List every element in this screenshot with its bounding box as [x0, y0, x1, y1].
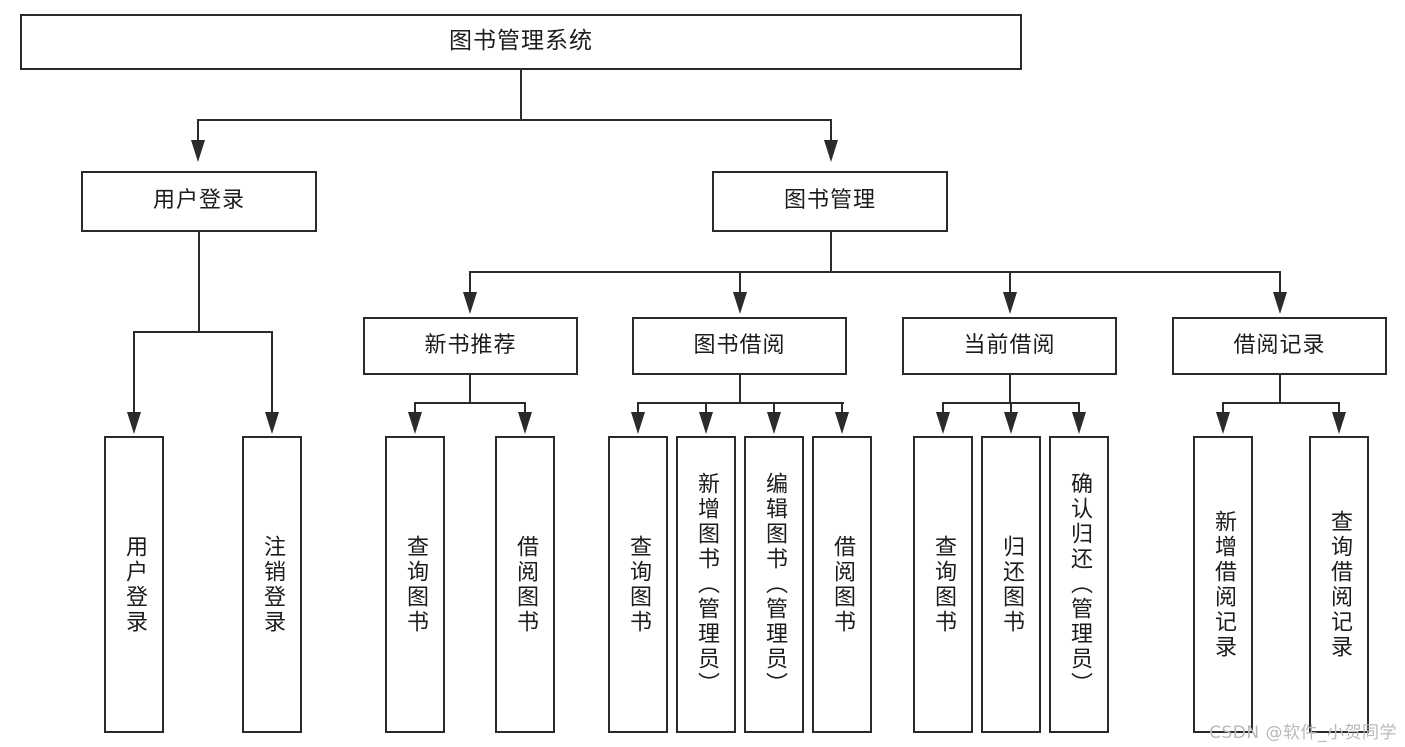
connector-root-bus [197, 119, 831, 121]
connector-root-stem [520, 70, 522, 120]
node-book-borrow[interactable]: 图书借阅 [632, 317, 847, 375]
leaf-label: 新增图书（管理员） [694, 472, 719, 697]
leaf-query-borrow-record[interactable]: 查询借阅记录 [1309, 436, 1369, 733]
connector-new-book-bus [414, 402, 525, 404]
leaf-query-book-borrow[interactable]: 查询图书 [608, 436, 668, 733]
leaf-label: 用户登录 [122, 534, 147, 635]
connector-new-book-to-leaf-1 [414, 402, 416, 413]
leaf-label: 归还图书 [999, 534, 1024, 635]
connector-new-book-stem [469, 375, 471, 403]
arrowhead-borrow-record [1273, 292, 1287, 314]
connector-to-current-borrow [1009, 271, 1011, 293]
arrowhead-new-book-leaf-2 [518, 412, 532, 434]
node-label: 图书借阅 [693, 332, 786, 358]
arrowhead-book-borrow-leaf-4 [835, 412, 849, 434]
arrowhead-borrow-record-leaf-1 [1216, 412, 1230, 434]
node-current-borrow[interactable]: 当前借阅 [902, 317, 1117, 375]
leaf-label: 编辑图书（管理员） [762, 472, 787, 697]
arrowhead-book-borrow-leaf-2 [699, 412, 713, 434]
leaf-borrow-book-recommend[interactable]: 借阅图书 [495, 436, 555, 733]
connector-borrow-record-to-leaf-1 [1222, 402, 1224, 413]
leaf-label: 查询图书 [626, 534, 651, 635]
leaf-query-book-current[interactable]: 查询图书 [913, 436, 973, 733]
leaf-logout-login[interactable]: 注销登录 [242, 436, 302, 733]
leaf-label: 确认归还（管理员） [1067, 472, 1092, 697]
connector-current-borrow-to-leaf-2 [1010, 402, 1012, 413]
leaf-label: 查询图书 [403, 534, 428, 635]
connector-current-borrow-to-leaf-1 [942, 402, 944, 413]
connector-new-book-to-leaf-2 [524, 402, 526, 413]
node-label: 图书管理 [783, 188, 876, 214]
arrowhead-new-book-leaf-1 [408, 412, 422, 434]
arrowhead-book-borrow-leaf-3 [767, 412, 781, 434]
leaf-label: 查询图书 [931, 534, 956, 635]
connector-book-management-stem [830, 232, 832, 272]
arrowhead-book-borrow [733, 292, 747, 314]
node-borrow-record[interactable]: 借阅记录 [1172, 317, 1387, 375]
node-user-login[interactable]: 用户登录 [81, 171, 317, 232]
connector-to-new-book [469, 271, 471, 293]
node-label: 当前借阅 [963, 332, 1056, 358]
arrowhead-leaf-logout [265, 412, 279, 434]
node-new-book-recommend[interactable]: 新书推荐 [363, 317, 578, 375]
connector-book-borrow-to-leaf-1 [637, 402, 639, 413]
node-label: 用户登录 [152, 188, 245, 214]
connector-book-borrow-stem [739, 375, 741, 403]
connector-to-borrow-record [1279, 271, 1281, 293]
connector-current-borrow-to-leaf-3 [1078, 402, 1080, 413]
leaf-add-book-admin[interactable]: 新增图书（管理员） [676, 436, 736, 733]
leaf-user-login[interactable]: 用户登录 [104, 436, 164, 733]
arrowhead-current-borrow-leaf-1 [936, 412, 950, 434]
arrowhead-book-borrow-leaf-1 [631, 412, 645, 434]
leaf-edit-book-admin[interactable]: 编辑图书（管理员） [744, 436, 804, 733]
leaf-borrow-book[interactable]: 借阅图书 [812, 436, 872, 733]
leaf-label: 注销登录 [260, 534, 285, 635]
leaf-label: 借阅图书 [830, 534, 855, 635]
leaf-label: 借阅图书 [513, 534, 538, 635]
connector-book-borrow-to-leaf-3 [773, 402, 775, 413]
connector-user-login-bus [133, 331, 272, 333]
connector-borrow-record-to-leaf-2 [1338, 402, 1340, 413]
arrowhead-borrow-record-leaf-2 [1332, 412, 1346, 434]
connector-to-book-borrow [739, 271, 741, 293]
arrowhead-user-login [191, 140, 205, 162]
connector-root-to-user-login [197, 119, 199, 141]
csdn-watermark: CSDN @软件_小贺同学 [1209, 723, 1397, 743]
node-book-management-system[interactable]: 图书管理系统 [20, 14, 1022, 70]
connector-borrow-record-bus [1222, 402, 1339, 404]
connector-book-borrow-bus [637, 402, 844, 404]
connector-book-borrow-to-leaf-4 [841, 402, 843, 413]
connector-root-to-book-management [830, 119, 832, 141]
leaf-confirm-return-admin[interactable]: 确认归还（管理员） [1049, 436, 1109, 733]
node-label: 新书推荐 [424, 332, 517, 358]
connector-level3-bus [469, 271, 1279, 273]
arrowhead-new-book [463, 292, 477, 314]
connector-user-login-to-login [133, 331, 135, 413]
node-book-management[interactable]: 图书管理 [712, 171, 948, 232]
leaf-label: 新增借阅记录 [1211, 509, 1236, 660]
leaf-return-book[interactable]: 归还图书 [981, 436, 1041, 733]
node-label: 图书管理系统 [449, 28, 593, 55]
connector-user-login-stem [198, 232, 200, 332]
node-label: 借阅记录 [1233, 332, 1326, 358]
arrowhead-book-management [824, 140, 838, 162]
leaf-add-borrow-record[interactable]: 新增借阅记录 [1193, 436, 1253, 733]
arrowhead-current-borrow-leaf-3 [1072, 412, 1086, 434]
connector-user-login-to-logout [271, 331, 273, 413]
connector-current-borrow-stem [1009, 375, 1011, 403]
arrowhead-current-borrow [1003, 292, 1017, 314]
connector-book-borrow-to-leaf-2 [705, 402, 707, 413]
leaf-query-book-recommend[interactable]: 查询图书 [385, 436, 445, 733]
arrowhead-leaf-user-login [127, 412, 141, 434]
arrowhead-current-borrow-leaf-2 [1004, 412, 1018, 434]
leaf-label: 查询借阅记录 [1327, 509, 1352, 660]
connector-borrow-record-stem [1279, 375, 1281, 403]
